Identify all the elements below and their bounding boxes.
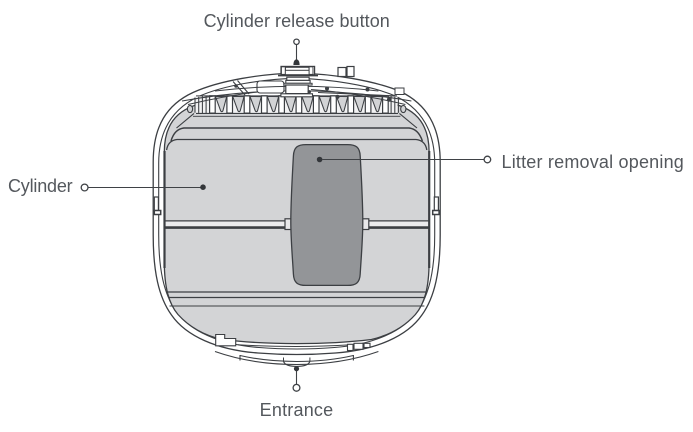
svg-text:Cylinder release button: Cylinder release button xyxy=(204,11,390,31)
svg-text:Entrance: Entrance xyxy=(260,400,334,420)
svg-text:Cylinder: Cylinder xyxy=(8,176,73,196)
svg-text:Litter removal opening: Litter removal opening xyxy=(502,152,685,172)
